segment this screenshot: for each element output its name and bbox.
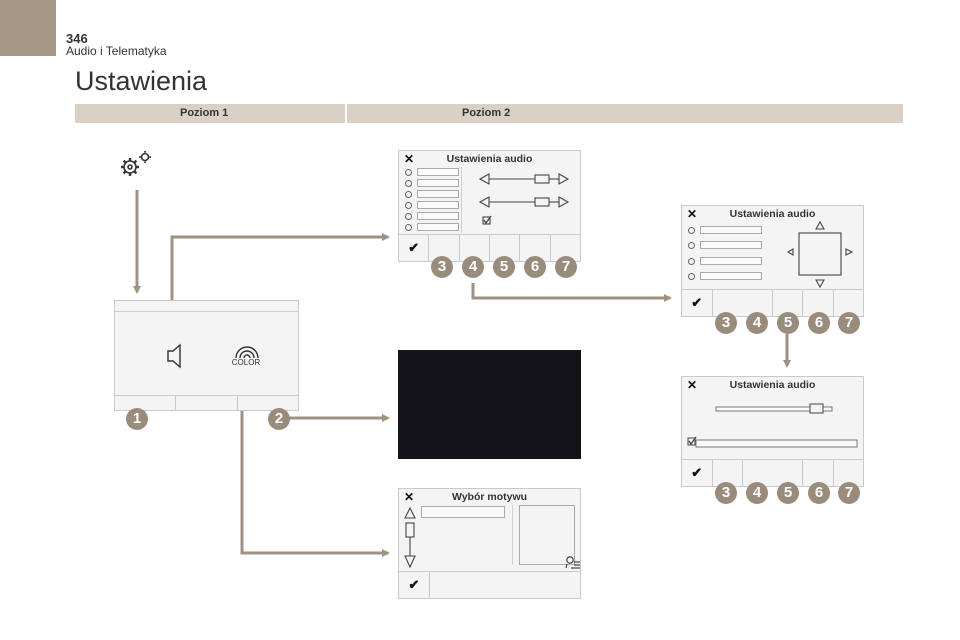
screen-title: Wybór motywu	[451, 491, 528, 503]
theme-preview-box	[519, 505, 575, 565]
callout-4: 4	[462, 256, 484, 278]
footer-tab[interactable]	[488, 235, 519, 261]
callout-6: 6	[808, 312, 830, 334]
level-bar: Poziom 1 Poziom 2	[75, 104, 903, 123]
footer-tab[interactable]	[711, 460, 743, 486]
confirm-button[interactable]: ✔	[408, 240, 420, 255]
callout-1: 1	[126, 408, 148, 430]
callout-3: 3	[431, 256, 453, 278]
balance-sliders[interactable]	[479, 173, 571, 233]
option-knob-icon[interactable]	[688, 226, 695, 234]
speaker-icon[interactable]	[165, 343, 185, 369]
callout-6: 6	[524, 256, 546, 278]
option-field[interactable]	[417, 212, 459, 220]
audio-settings-screen-c: ✕ Ustawienia audio ✔	[681, 376, 864, 487]
screen-title: Ustawienia audio	[729, 208, 816, 220]
option-field[interactable]	[417, 201, 459, 209]
main-screen: COLOR	[114, 300, 299, 411]
main-footer-cell[interactable]	[236, 396, 298, 410]
option-field[interactable]	[417, 179, 459, 187]
option-field[interactable]	[417, 168, 459, 176]
callout-5: 5	[777, 312, 799, 334]
option-knob-icon[interactable]	[405, 168, 412, 176]
theme-settings-icon[interactable]	[565, 555, 581, 569]
color-theme-icon[interactable]	[231, 343, 263, 359]
option-knob-icon[interactable]	[405, 201, 412, 209]
option-knob-icon[interactable]	[405, 179, 412, 187]
footer-tab[interactable]	[802, 290, 833, 316]
callout-7: 7	[838, 312, 860, 334]
theme-preview-screen	[398, 350, 581, 459]
color-label: COLOR	[231, 358, 261, 367]
callout-3: 3	[715, 312, 737, 334]
confirm-button[interactable]: ✔	[408, 577, 420, 592]
scroll-arrows-icon[interactable]	[403, 506, 417, 570]
section-title: Audio i Telematyka	[66, 44, 167, 58]
footer-tab[interactable]	[832, 460, 864, 486]
callout-3: 3	[715, 482, 737, 504]
screen-footer: ✔	[682, 459, 863, 486]
confirm-button[interactable]: ✔	[691, 465, 703, 480]
close-icon[interactable]: ✕	[404, 152, 415, 166]
callout-7: 7	[838, 482, 860, 504]
option-knob-icon[interactable]	[405, 212, 412, 220]
fader-pad[interactable]	[786, 221, 856, 289]
callout-5: 5	[777, 482, 799, 504]
theme-selection-screen: ✕ Wybór motywu ✔	[398, 488, 581, 599]
option-knob-icon[interactable]	[405, 223, 412, 231]
close-icon[interactable]: ✕	[687, 378, 698, 392]
option-field[interactable]	[700, 257, 762, 265]
callout-6: 6	[808, 482, 830, 504]
footer-area	[429, 572, 580, 598]
footer-tab[interactable]	[458, 235, 489, 261]
option-knob-icon[interactable]	[688, 241, 695, 249]
audio-settings-screen-b: ✕ Ustawienia audio ✔	[681, 205, 864, 317]
footer-tab[interactable]	[711, 290, 743, 316]
screen-footer: ✔	[399, 571, 580, 598]
footer-tab[interactable]	[742, 460, 773, 486]
theme-option-field[interactable]	[421, 506, 505, 518]
close-icon[interactable]: ✕	[687, 207, 698, 221]
option-field[interactable]	[417, 223, 459, 231]
footer-tab[interactable]	[802, 460, 833, 486]
confirm-button[interactable]: ✔	[691, 295, 703, 310]
callout-4: 4	[746, 482, 768, 504]
option-field[interactable]	[700, 241, 762, 249]
option-field[interactable]	[417, 190, 459, 198]
callout-4: 4	[746, 312, 768, 334]
audio-settings-screen-a: ✕ Ustawienia audio ✔	[398, 150, 581, 262]
screen-footer: ✔	[682, 289, 863, 316]
callout-2: 2	[268, 408, 290, 430]
footer-tab[interactable]	[519, 235, 549, 261]
option-knob-icon[interactable]	[688, 272, 695, 280]
screen-title: Ustawienia audio	[729, 379, 816, 391]
screen-footer: ✔	[399, 234, 580, 261]
level-1-label: Poziom 1	[180, 107, 229, 119]
option-field[interactable]	[700, 226, 762, 234]
footer-tab[interactable]	[428, 235, 458, 261]
close-icon[interactable]: ✕	[404, 490, 415, 504]
level-2-label: Poziom 2	[462, 107, 511, 119]
corner-tab	[0, 0, 56, 56]
callout-7: 7	[555, 256, 577, 278]
main-screen-footer	[115, 395, 298, 410]
footer-tab[interactable]	[549, 235, 580, 261]
option-field[interactable]	[700, 272, 762, 280]
volume-slider[interactable]	[686, 401, 861, 451]
settings-gears-icon[interactable]	[116, 148, 156, 182]
footer-tab[interactable]	[771, 290, 803, 316]
main-footer-cell[interactable]	[175, 396, 236, 410]
option-knob-icon[interactable]	[688, 257, 695, 265]
page-number: 346	[66, 31, 88, 46]
page-title: Ustawienia	[75, 66, 208, 96]
footer-tab[interactable]	[832, 290, 864, 316]
main-footer-cell[interactable]	[115, 396, 175, 410]
option-knob-icon[interactable]	[405, 190, 412, 198]
callout-5: 5	[493, 256, 515, 278]
screen-title: Ustawienia audio	[446, 153, 533, 165]
